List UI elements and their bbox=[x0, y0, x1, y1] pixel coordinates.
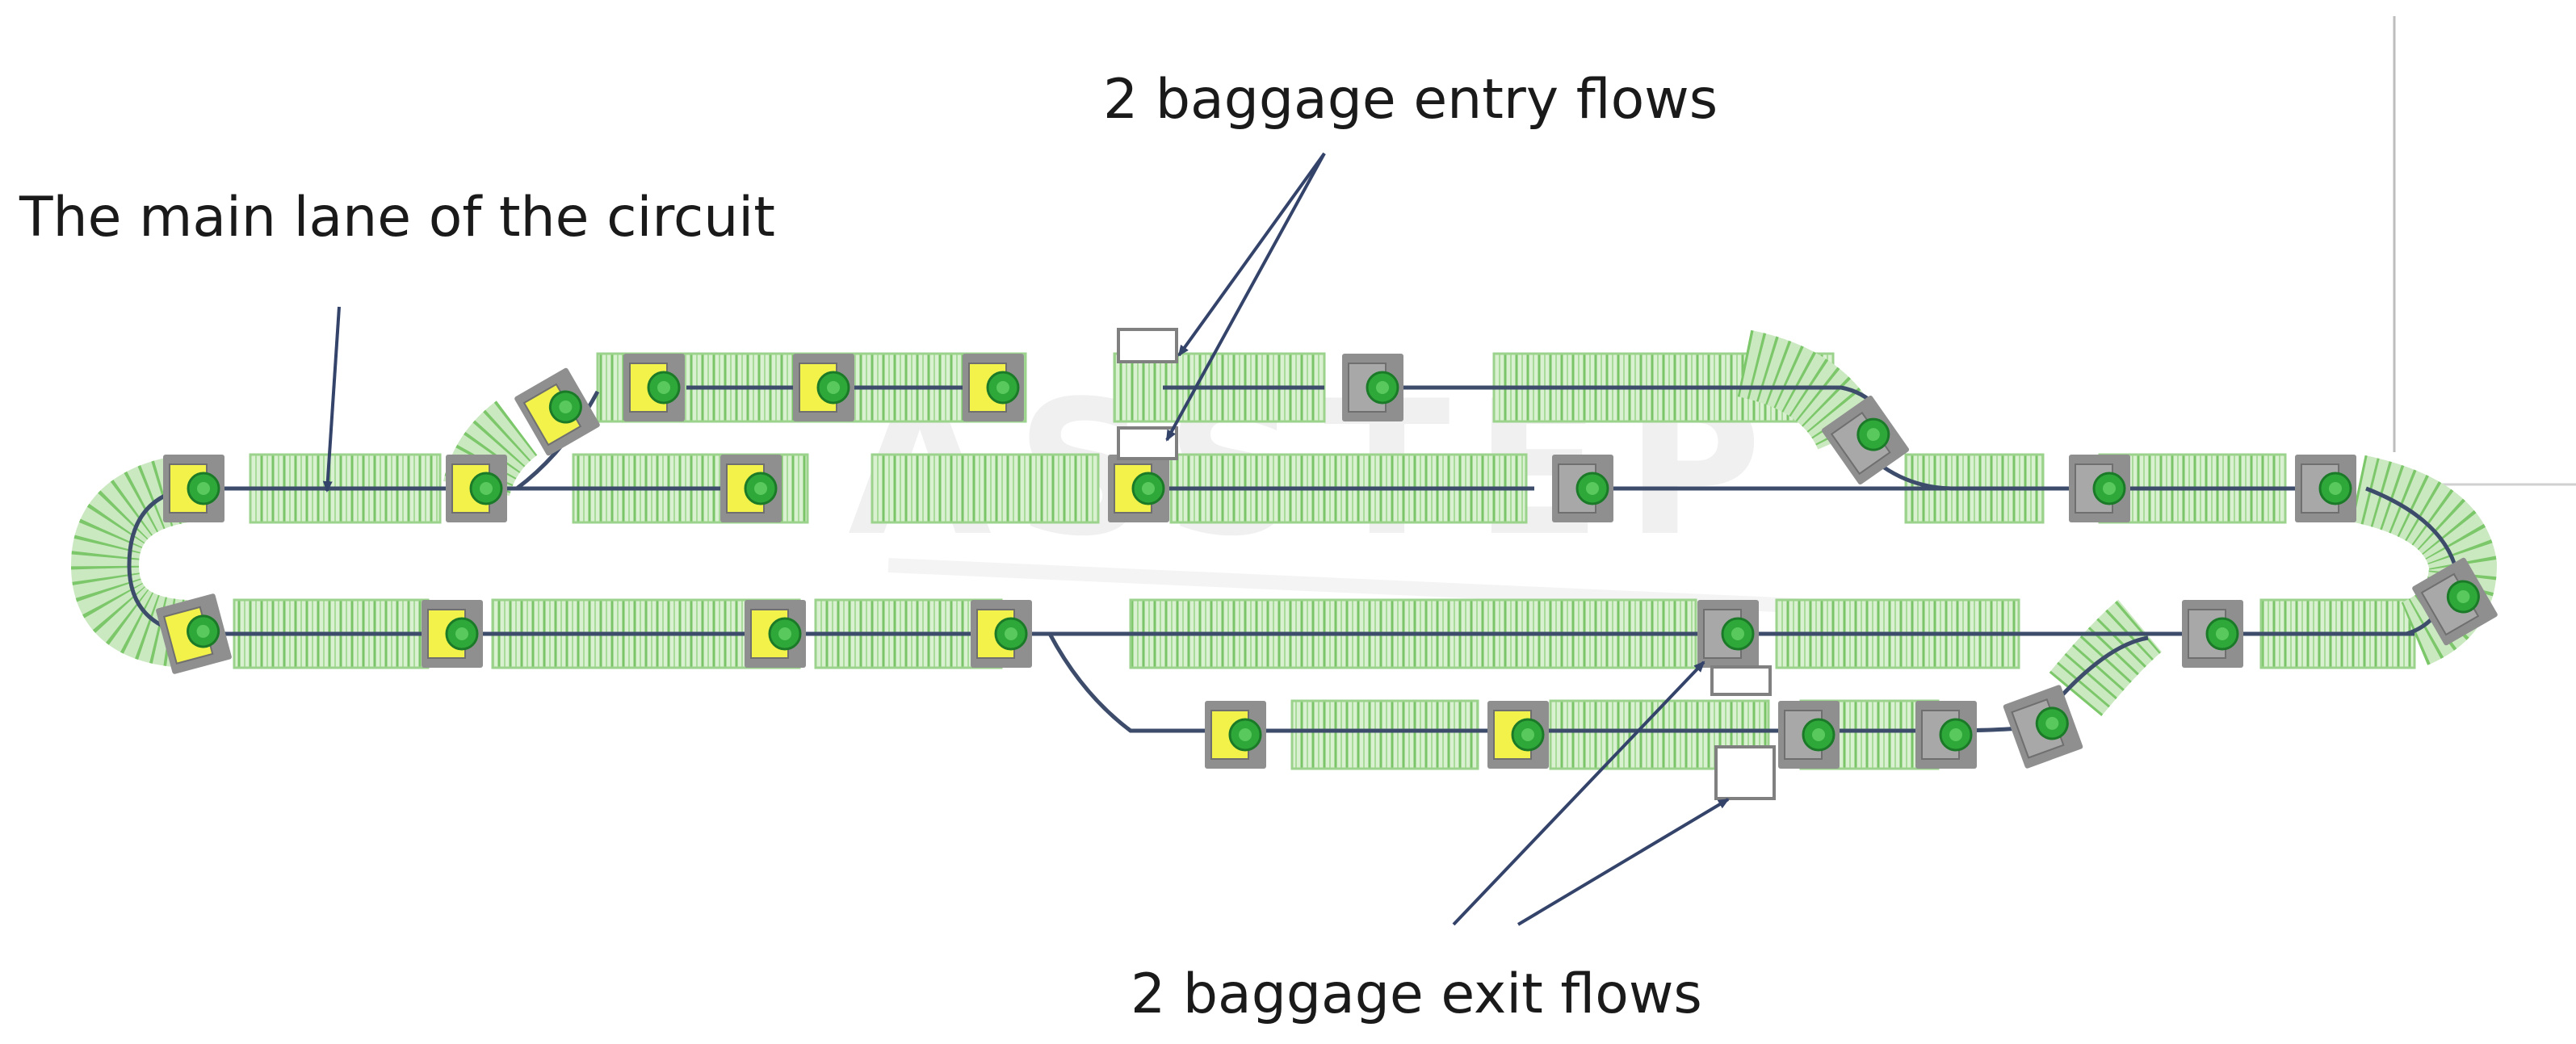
gray-transfer-unit-icon bbox=[2295, 455, 2356, 522]
yellow-transfer-unit-icon bbox=[963, 354, 1024, 421]
gray-transfer-unit-icon bbox=[2003, 685, 2083, 769]
gray-transfer-unit-icon bbox=[1342, 354, 1403, 421]
yellow-transfer-unit-icon bbox=[1205, 701, 1266, 769]
flow-marker-box bbox=[1714, 745, 1776, 800]
annotation-arrows bbox=[322, 152, 1730, 926]
curved-conveyor-ribs bbox=[2049, 599, 2163, 716]
yellow-transfer-unit-icon bbox=[793, 354, 854, 421]
gray-transfer-unit-icon bbox=[2069, 455, 2130, 522]
yellow-transfer-unit-icon bbox=[514, 367, 600, 456]
flow-marker-box bbox=[1710, 665, 1772, 696]
curved-conveyor bbox=[70, 455, 192, 668]
track-line bbox=[127, 486, 187, 636]
yellow-transfer-unit-icon bbox=[971, 600, 1032, 668]
exit-flows-label: 2 baggage exit flows bbox=[1119, 961, 1714, 1029]
yellow-transfer-unit-icon bbox=[156, 593, 232, 674]
conveyor-segment bbox=[871, 453, 1100, 524]
yellow-transfer-unit-icon bbox=[163, 455, 224, 522]
conveyor-segment bbox=[1290, 699, 1479, 770]
gray-transfer-unit-icon bbox=[1915, 701, 1977, 769]
flow-marker-boxes bbox=[1117, 328, 1776, 800]
gray-transfer-unit-icon bbox=[2182, 600, 2243, 668]
annotation-arrow bbox=[1452, 660, 1705, 926]
yellow-transfer-unit-icon bbox=[745, 600, 806, 668]
annotation-arrow bbox=[322, 306, 341, 493]
annotation-arrow bbox=[1177, 152, 1326, 357]
gray-transfer-unit-icon bbox=[1697, 600, 1759, 668]
yellow-transfer-unit-icon bbox=[720, 455, 782, 522]
gray-transfer-unit-icon bbox=[2412, 557, 2498, 646]
gray-transfer-unit-icon bbox=[1552, 455, 1613, 522]
gray-transfer-unit-icon bbox=[1821, 395, 1910, 485]
track-line bbox=[186, 631, 1260, 733]
yellow-transfer-unit-icon bbox=[446, 455, 507, 522]
canvas-frame bbox=[2393, 16, 2576, 486]
annotation-arrow bbox=[1165, 153, 1326, 442]
gray-transfer-unit-icon bbox=[1778, 701, 1840, 769]
flow-marker-box bbox=[1117, 426, 1178, 460]
yellow-transfer-unit-icon bbox=[1487, 701, 1549, 769]
entry-flows-label: 2 baggage entry flows bbox=[1092, 66, 1730, 134]
yellow-transfer-unit-icon bbox=[623, 354, 685, 421]
yellow-transfer-unit-icon bbox=[1108, 455, 1169, 522]
flow-marker-box bbox=[1117, 328, 1178, 363]
annotation-arrow bbox=[1517, 798, 1730, 926]
yellow-transfer-unit-icon bbox=[422, 600, 483, 668]
transfer-units bbox=[156, 354, 2498, 769]
main-lane-label: The main lane of the circuit bbox=[8, 184, 787, 252]
